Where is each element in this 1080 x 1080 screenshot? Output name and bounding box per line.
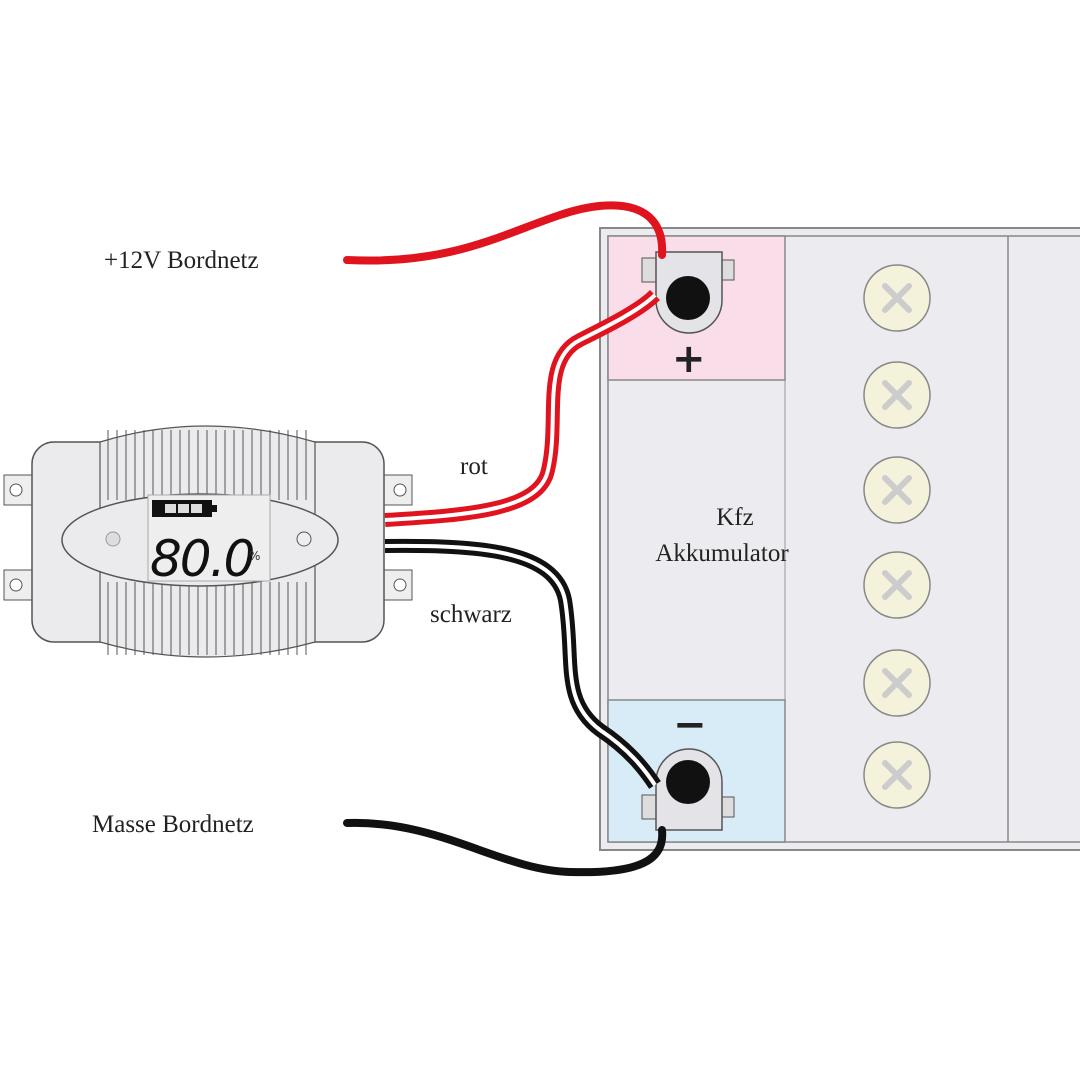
- battery-bar: [191, 504, 202, 513]
- battery-level-icon: [152, 500, 217, 517]
- cell-cap: [863, 264, 931, 332]
- positive-terminal: [641, 251, 735, 334]
- cell-cap: [863, 741, 931, 809]
- cell-cap: [863, 456, 931, 524]
- label-12v-bordnetz: +12V Bordnetz: [104, 247, 259, 274]
- battery-bar: [178, 504, 189, 513]
- minus-sign: −: [673, 702, 707, 748]
- charge-value: 80.0: [150, 530, 254, 588]
- plus-sign: +: [672, 336, 706, 382]
- cell-cap: [863, 361, 931, 429]
- black-wire-masse: [343, 818, 667, 877]
- label-schwarz: schwarz: [430, 601, 512, 628]
- battery: [599, 227, 1080, 851]
- label-masse-bordnetz: Masse Bordnetz: [92, 811, 254, 838]
- battery-bar: [165, 504, 176, 513]
- charge-unit: %: [249, 549, 260, 563]
- cell-cap: [863, 649, 931, 717]
- red-wire-bordnetz: [343, 201, 667, 265]
- label-rot: rot: [460, 453, 488, 480]
- cell-cap: [863, 551, 931, 619]
- battery-monitor-device: 80.0 %: [3, 425, 413, 658]
- label-battery-kfz: Kfz: [716, 504, 753, 531]
- negative-terminal: [641, 748, 735, 831]
- label-battery-akkumulator: Akkumulator: [655, 540, 789, 567]
